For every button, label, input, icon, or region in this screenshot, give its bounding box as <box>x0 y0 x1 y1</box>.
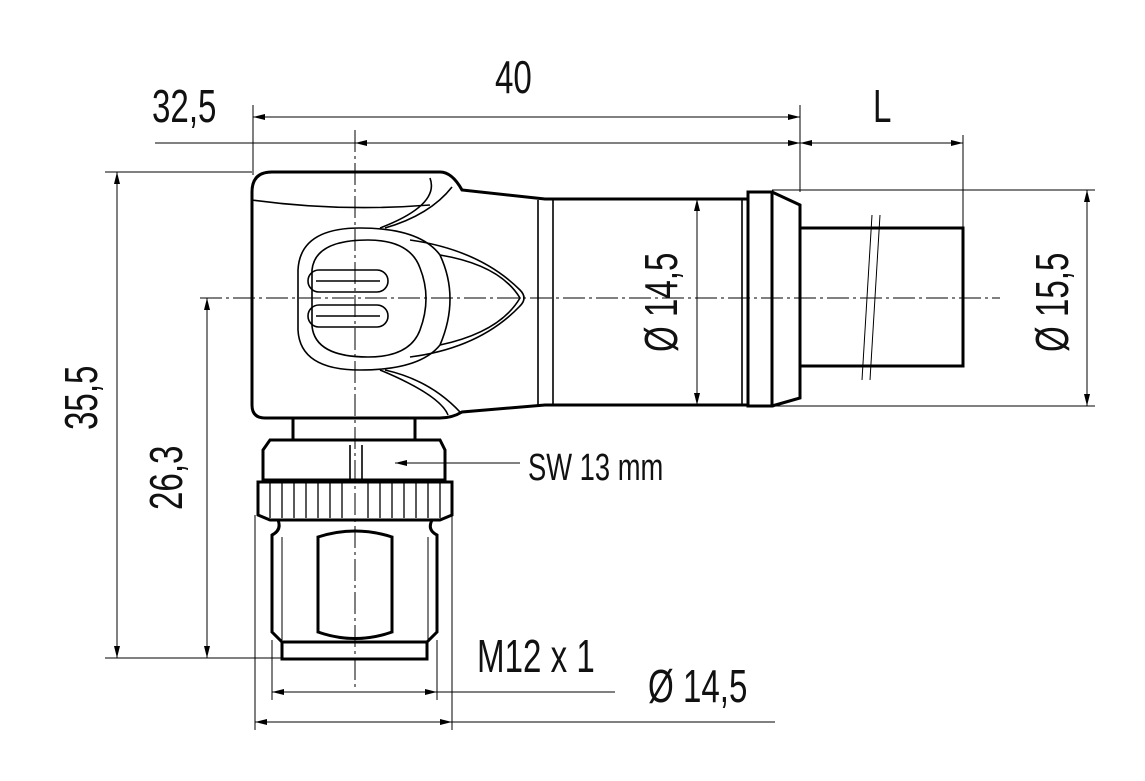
label-wrench-size: SW 13 mm <box>528 447 663 489</box>
label-thread: M12 x 1 <box>477 632 595 682</box>
dim-overall-length: 40 <box>495 53 532 103</box>
dim-center-offset: 32,5 <box>152 82 216 132</box>
dim-flange-diameter: Ø 15,5 <box>1028 253 1078 352</box>
cable <box>798 214 965 381</box>
dimension-lines <box>105 105 1095 730</box>
connector-body <box>250 170 750 420</box>
coupling-nut <box>256 416 454 661</box>
dim-cable-length: L <box>873 82 891 132</box>
dim-body-diameter: Ø 14,5 <box>637 253 687 352</box>
cable-flange <box>746 190 802 408</box>
dim-axis-height: 26,3 <box>142 446 192 510</box>
dim-nut-diameter: Ø 14,5 <box>648 662 747 712</box>
dim-overall-height: 35,5 <box>57 366 107 430</box>
